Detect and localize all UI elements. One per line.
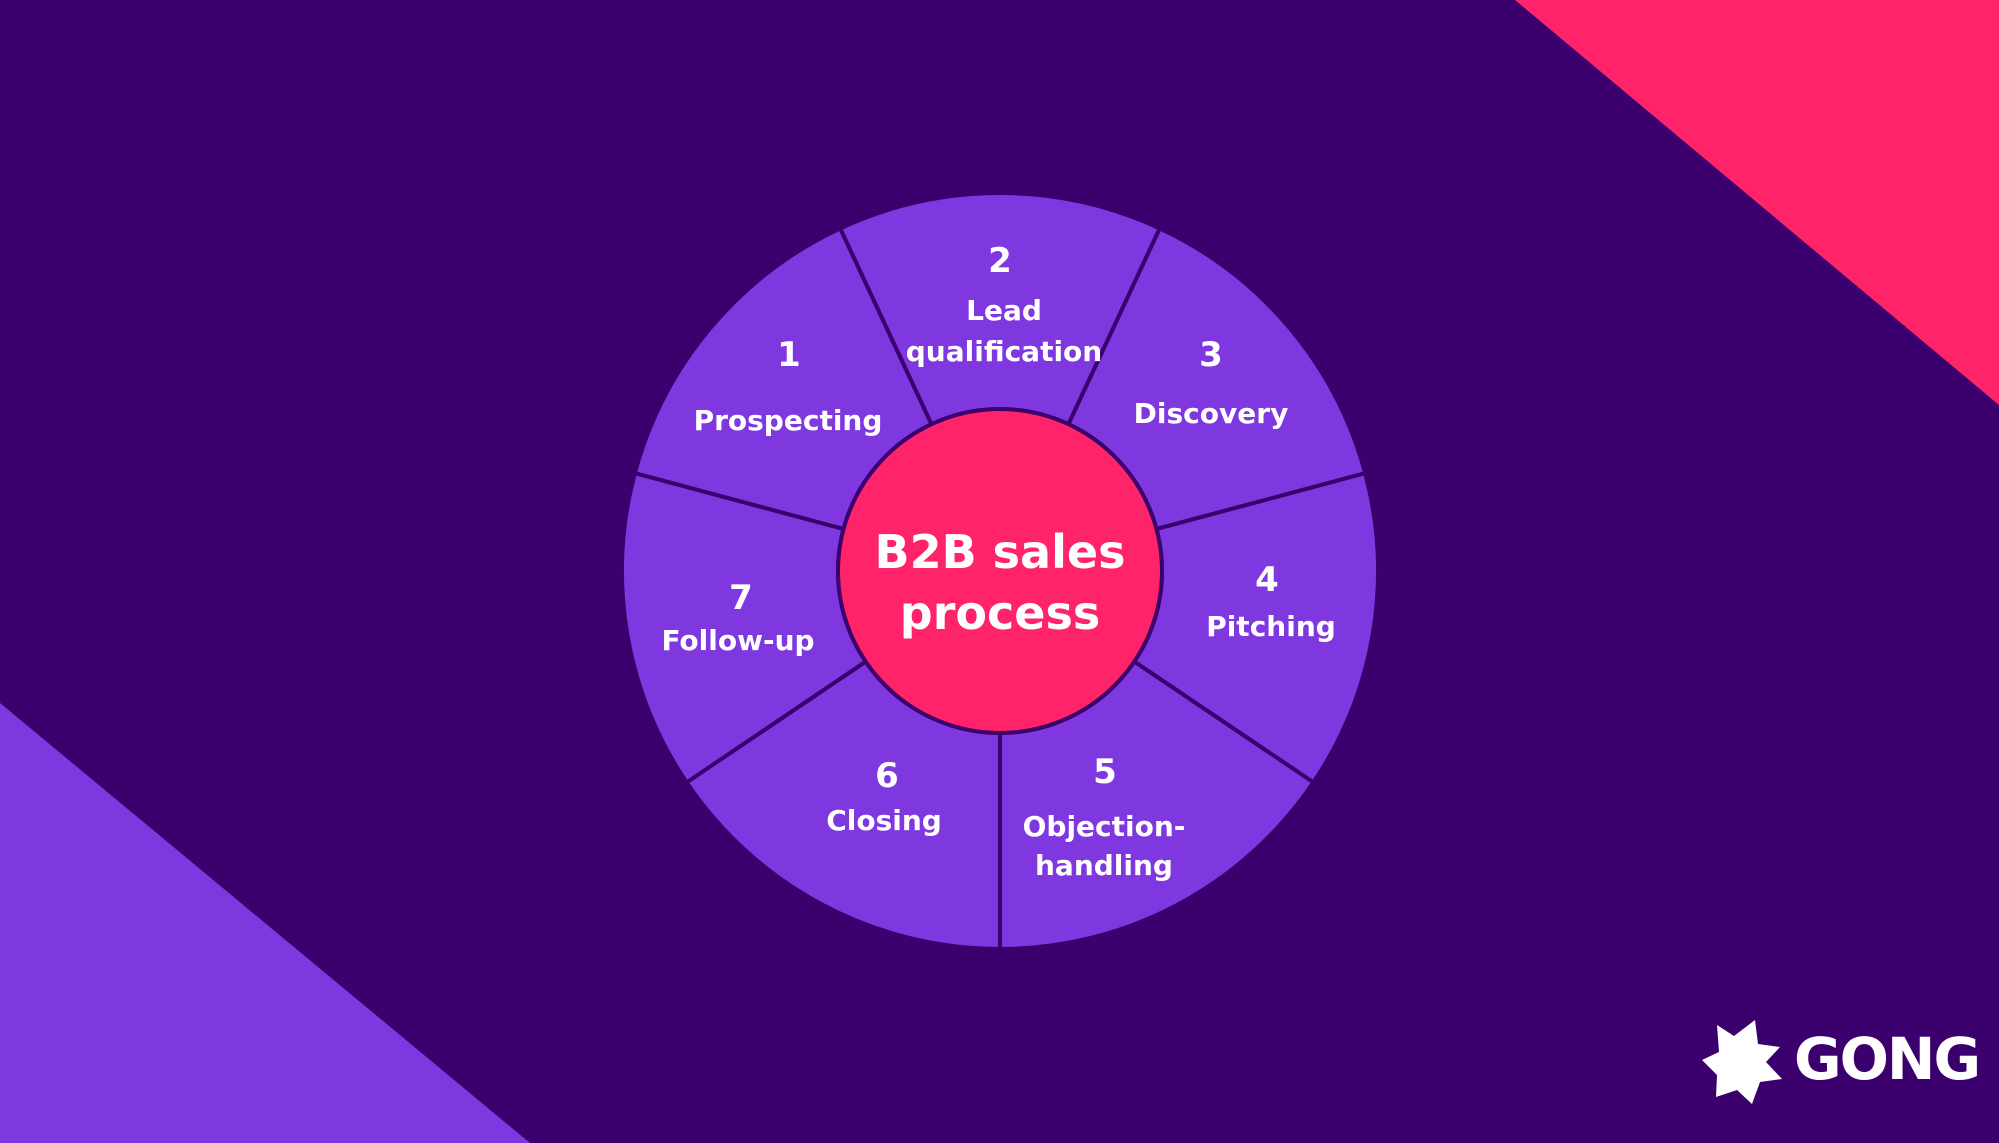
gong-logo-text: GONG <box>1794 1025 1979 1093</box>
center-title-line-2: process <box>900 586 1100 640</box>
step-4-number: 4 <box>1255 560 1279 600</box>
step-3-number: 3 <box>1199 335 1223 375</box>
step-5-label-line-2: handling <box>1035 849 1173 882</box>
step-7-number: 7 <box>729 578 753 618</box>
step-2-label-line-1: Lead <box>966 294 1042 327</box>
step-1-label: Prospecting <box>694 404 883 437</box>
center-title-line-1: B2B sales <box>875 525 1126 579</box>
step-2-label-line-2: qualification <box>906 335 1102 368</box>
step-1-number: 1 <box>777 335 801 375</box>
step-6-number: 6 <box>875 756 899 796</box>
step-4-label: Pitching <box>1206 610 1336 643</box>
step-5-number: 5 <box>1093 752 1117 792</box>
gong-starburst-icon <box>1702 1020 1782 1104</box>
accent-triangle-bottom-left <box>0 703 530 1143</box>
step-5-label-line-1: Objection- <box>1023 810 1186 843</box>
center-circle <box>836 407 1164 735</box>
step-labels: 1 Prospecting 2 Lead qualification 3 Dis… <box>661 241 1335 882</box>
step-6-label: Closing <box>826 804 942 837</box>
accent-triangle-top-right <box>1515 0 1999 405</box>
step-7-label: Follow-up <box>661 624 814 657</box>
sales-process-wheel: B2B sales process 1 Prospecting 2 Lead q… <box>620 191 1380 952</box>
step-2-number: 2 <box>988 241 1012 281</box>
step-3-label: Discovery <box>1134 397 1289 430</box>
gong-logo: GONG <box>1702 1020 1981 1104</box>
wheel-segments <box>620 191 1380 952</box>
